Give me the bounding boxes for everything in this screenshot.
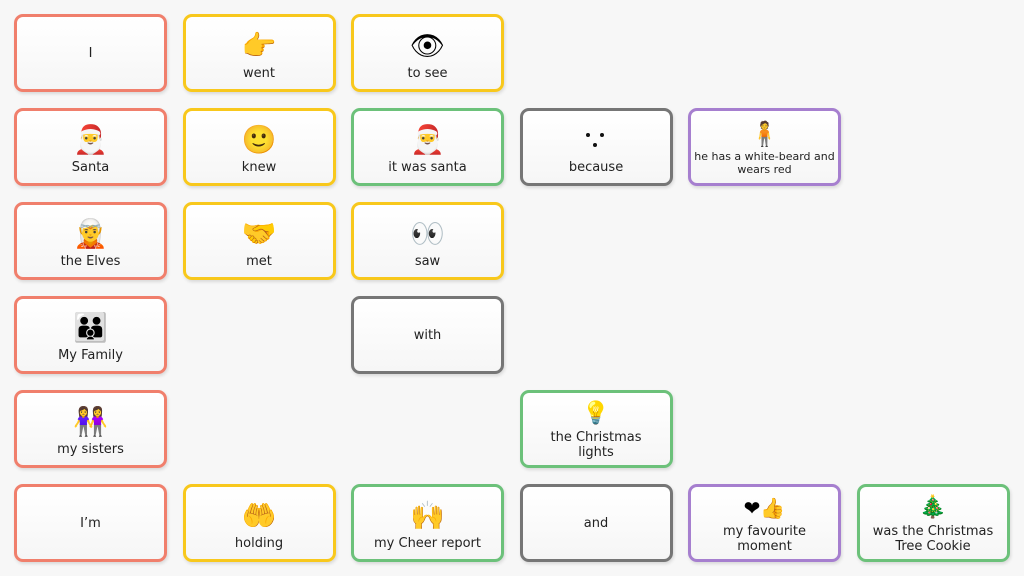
- card-to-see[interactable]: 👁 to see: [351, 14, 504, 92]
- card-favourite-moment[interactable]: ❤👍 my favourite moment: [688, 484, 841, 562]
- card-saw[interactable]: 👀 saw: [351, 202, 504, 280]
- card-label: Santa: [71, 159, 110, 175]
- card-label: saw: [414, 253, 441, 269]
- eyes-icon: 👀: [410, 216, 445, 250]
- card-label: with: [413, 327, 442, 343]
- card-label: the Christmas lights: [550, 430, 642, 460]
- family-icon: 👪: [73, 310, 108, 344]
- card-label: and: [583, 515, 609, 531]
- card-tree-cookie[interactable]: 🎄 was the Christmas Tree Cookie: [856, 484, 1010, 562]
- card-holding[interactable]: 🤲 holding: [182, 484, 336, 562]
- communication-board: I 👉 went 👁 to see 🎅 Santa 🙂 knew 🎅 it was san…: [14, 14, 1010, 562]
- because-dots-icon: [584, 120, 608, 160]
- card-i[interactable]: I: [14, 14, 167, 92]
- card-label: went: [243, 65, 275, 81]
- card-label: my sisters: [57, 441, 124, 457]
- card-met[interactable]: 🤝 met: [182, 202, 336, 280]
- card-label: knew: [241, 159, 277, 175]
- card-im[interactable]: I’m: [14, 484, 167, 562]
- card-label: met: [246, 253, 272, 269]
- people-meeting-icon: 🤝: [241, 216, 277, 250]
- card-my-family[interactable]: 👪 My Family: [14, 296, 167, 374]
- pointing-hand-icon: 👉: [241, 28, 277, 62]
- card-santa[interactable]: 🎅 Santa: [14, 108, 167, 186]
- card-it-was-santa[interactable]: 🎅 it was santa: [351, 108, 504, 186]
- sisters-icon: 👭: [73, 404, 108, 438]
- card-label: it was santa: [388, 159, 467, 175]
- santa-icon: 🎅: [410, 122, 445, 156]
- light-bulb-icon: 💡: [582, 401, 610, 426]
- card-white-beard[interactable]: 🧍he has a white-beard and wears red: [688, 108, 841, 186]
- card-because[interactable]: because: [519, 108, 673, 186]
- card-label: holding: [234, 535, 284, 551]
- card-and[interactable]: and: [519, 484, 673, 562]
- person-icon: 🧍: [749, 120, 780, 148]
- thinking-face-icon: 🙂: [241, 122, 277, 156]
- card-knew[interactable]: 🙂 knew: [182, 108, 336, 186]
- card-label: My Family: [58, 347, 123, 363]
- cheer-icon: 🙌: [410, 498, 445, 532]
- card-label: he has a white-beard and wears red: [694, 150, 835, 176]
- card-label: my favourite moment: [723, 524, 806, 554]
- heart-thumbs-up-icon: ❤👍: [743, 496, 786, 520]
- card-label: because: [568, 159, 624, 175]
- christmas-tree-icon: 🎄: [919, 495, 947, 520]
- card-label: I: [88, 45, 93, 61]
- holding-icon: 🤲: [241, 498, 277, 532]
- card-my-sisters[interactable]: 👭 my sisters: [14, 390, 167, 468]
- card-label: the Elves: [60, 253, 121, 269]
- card-with[interactable]: with: [351, 296, 504, 374]
- card-the-elves[interactable]: 🧝 the Elves: [14, 202, 167, 280]
- card-label: I’m: [80, 515, 101, 531]
- card-label: my Cheer report: [374, 535, 481, 551]
- card-label: to see: [407, 65, 448, 81]
- card-label: was the Christmas Tree Cookie: [872, 524, 994, 554]
- eye-looking-icon: 👁: [409, 28, 446, 62]
- card-went[interactable]: 👉 went: [182, 14, 336, 92]
- card-cheer-report[interactable]: 🙌 my Cheer report: [351, 484, 504, 562]
- elves-icon: 🧝: [73, 216, 108, 250]
- santa-icon: 🎅: [73, 122, 108, 156]
- card-christmas-lights[interactable]: 💡 the Christmas lights: [519, 390, 673, 468]
